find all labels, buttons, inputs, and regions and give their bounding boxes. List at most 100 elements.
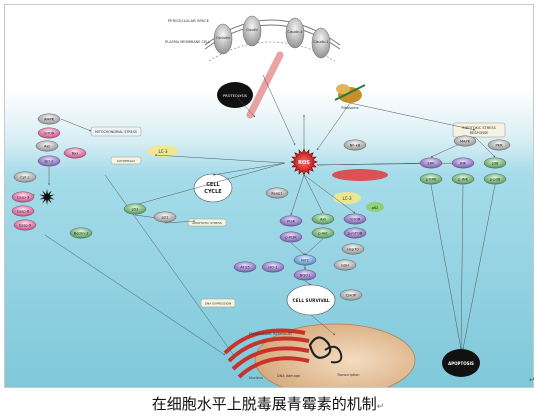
protein-node: CHOP <box>339 289 363 301</box>
pathway-edge <box>212 162 286 176</box>
membrane-protein-label: Occludin <box>216 36 230 40</box>
cell-cycle-label-2: CYCLE <box>204 189 222 195</box>
lc3-node-left: LC-3 <box>147 145 179 157</box>
mitochondrial-stress-box <box>90 126 142 137</box>
protein-node-label: NF-κB <box>350 143 361 147</box>
protein-node: p-p38 <box>483 173 507 185</box>
protein-node-label: Bcl-2 <box>44 159 53 163</box>
apoptosis-label: APOPTOSIS <box>448 361 474 366</box>
ribotoxic-stress-box <box>452 122 506 138</box>
autophagy-label: AUTOPHAGY <box>117 159 136 163</box>
dna-damage-label: DNA damage <box>277 374 300 378</box>
protein-node-label: p-ERK <box>426 177 437 181</box>
protein-node-label: p-PI3K <box>285 235 297 239</box>
protein-node-label: MAPK <box>460 139 471 143</box>
protein-node-label: Casp-3 <box>17 195 29 199</box>
protein-node-label: mTOR <box>43 131 55 135</box>
protein-node-label: Akt <box>320 217 327 221</box>
protein-node-label: Nrf2 <box>301 258 309 262</box>
protein-node-label: CHOP <box>346 293 357 297</box>
protein-node: JNK <box>451 157 475 169</box>
protein-node-label: Keap1 <box>271 191 282 195</box>
protein-node: ATG5 <box>233 261 257 273</box>
protein-node: p-JNK <box>451 173 475 185</box>
cell-survival-label: CELL SURVIVAL <box>293 298 330 304</box>
protein-node: GSH <box>333 259 357 271</box>
apoptotic-stress-box <box>187 218 227 227</box>
pathway-edge <box>290 242 306 256</box>
pathway-edge <box>462 184 496 350</box>
protein-node-label: ATG5 <box>240 265 249 269</box>
pathway-edges <box>22 74 496 358</box>
pathway-edge <box>430 184 462 350</box>
apoptosis-node <box>442 349 480 377</box>
protein-node: Cyt c <box>13 171 37 183</box>
membrane-protein-label: Claudin-4 <box>287 30 302 34</box>
protein-node: Akt <box>311 213 335 225</box>
transport-channel <box>246 51 284 119</box>
lc3-right-label: LC-3 <box>342 196 351 201</box>
cell-cycle-bubble <box>193 173 233 203</box>
pathway-edge <box>104 174 236 358</box>
protein-node-label: Casp-9 <box>19 223 32 227</box>
membrane-protein-label: Claudin <box>246 28 258 32</box>
pathway-edge <box>303 174 356 214</box>
protein-node: Keap1 <box>265 187 289 199</box>
protein-node: NF-κB <box>343 139 367 151</box>
pathway-edge <box>474 136 496 158</box>
protein-node: p53 <box>123 203 147 215</box>
protein-node: p-ERK <box>419 173 443 185</box>
protein-node: p38 <box>483 157 507 169</box>
protein-node: Casp-9 <box>13 219 37 231</box>
protein-node-label: Cyt c <box>20 175 29 179</box>
protein-node: HO-1 <box>261 261 285 273</box>
caption-return-mark: ↵ <box>376 402 385 412</box>
ros-node: ROS <box>290 148 318 176</box>
protein-node: mTOR <box>37 127 61 139</box>
protein-node: Akt <box>35 140 59 152</box>
dna-expression-label: DNA EXPRESSION <box>205 302 232 306</box>
protein-node: AMPK <box>37 113 61 125</box>
protein-node-label: JNK <box>459 161 467 165</box>
transcription-label: Transcription <box>336 373 360 377</box>
pathway-edge <box>60 118 92 132</box>
protein-node-label: Bax <box>72 151 80 155</box>
pathway-edge <box>234 94 256 118</box>
pathway-edge <box>262 74 296 146</box>
proteolysis-label: PROTEOLYSIS <box>223 94 248 98</box>
pathway-edge <box>290 174 305 216</box>
protein-node: PI3K <box>279 215 303 227</box>
plasma-membrane-label: PLASMA MEMBRANE CELL <box>165 40 210 44</box>
lc3-node-right: LC-3 <box>333 192 361 204</box>
protein-node-label: p-p38 <box>490 177 501 181</box>
protein-node-label: p21 <box>162 215 169 219</box>
pathway-edge <box>349 102 476 131</box>
toxin-burst-icon <box>39 189 55 205</box>
autophagy-box <box>110 156 142 165</box>
membrane-protein-label: Claudin-1 <box>313 40 328 44</box>
figure-corner-mark: ↵ <box>529 376 535 384</box>
protein-node: p-mTOR <box>343 227 367 239</box>
membrane-protein: Occludin <box>213 23 233 55</box>
protein-node: Casp-8 <box>11 205 35 217</box>
lc3-left-label: LC-3 <box>158 149 167 154</box>
ros-label: ROS <box>298 160 310 166</box>
protein-node: MAPK <box>453 135 477 147</box>
protein-node-label: Beclin-1 <box>74 231 89 235</box>
figure-caption: 在细胞水平上脱毒展青霉素的机制↵ <box>0 393 536 414</box>
pathway-edge <box>303 174 324 214</box>
protein-node-label: Casp-8 <box>17 209 30 213</box>
pathway-diagram: PERICELLULAR SPACE PLASMA MEMBRANE CELL … <box>5 5 533 387</box>
protein-node-label: p-mTOR <box>348 231 363 235</box>
protein-node: mTOR <box>343 213 367 225</box>
protein-node: Beclin-1 <box>69 227 93 239</box>
protein-node: Bax <box>63 147 87 159</box>
pathway-edge <box>304 238 324 256</box>
ribosome-label: Ribosome <box>341 106 358 110</box>
protein-node: NQO1 <box>293 269 317 281</box>
ribotoxic-stress-label-2: RESPONSE <box>470 131 489 135</box>
membrane-protein: Claudin <box>242 15 262 47</box>
ribosome-icon <box>334 84 366 103</box>
